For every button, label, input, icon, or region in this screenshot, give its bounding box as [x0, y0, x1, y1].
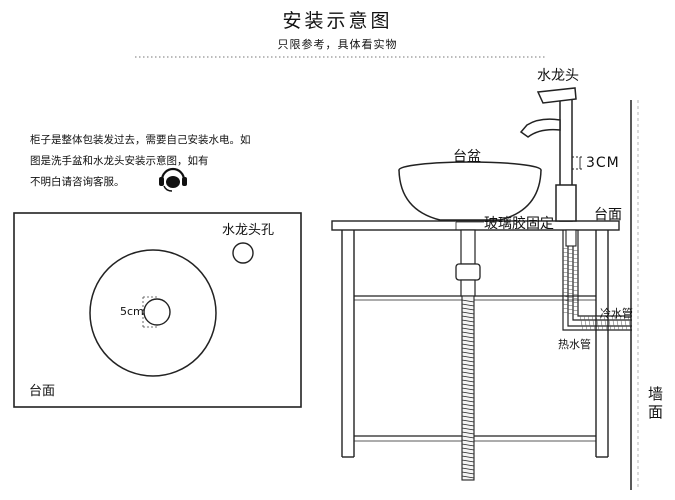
plan-countertop-label: 台面 [29, 384, 56, 399]
drain-hole [143, 298, 171, 326]
cold-pipe-label: 冷水管 [600, 307, 633, 320]
faucet-hole-label: 水龙头孔 [222, 223, 275, 238]
drain-size-label: 5cm [120, 305, 144, 318]
water-pipes [562, 229, 632, 331]
plan-view [13, 212, 302, 408]
diagram-subtitle: 只限参考，具体看实物 [277, 38, 398, 51]
wall-label: 墙面 [648, 385, 664, 421]
countertop-outline [13, 212, 302, 408]
note-line-3: 不明白请咨询客服。 [30, 176, 125, 188]
faucet-label: 水龙头 [537, 68, 579, 84]
drain-pipe [455, 229, 481, 481]
basin-bowl [398, 161, 542, 221]
wall [630, 100, 639, 490]
diagram-title: 安装示意图 [282, 10, 393, 32]
faucet [519, 87, 577, 222]
side-countertop-label: 台面 [594, 207, 622, 223]
height-label: 3CM [586, 155, 620, 171]
basin-outline [89, 249, 217, 377]
glue-label: 玻璃胶固定 [484, 216, 554, 232]
faucet-hole [232, 242, 254, 264]
height-dimension [572, 156, 584, 170]
headset-icon [159, 167, 187, 192]
basin-label: 台盆 [453, 149, 481, 165]
note-line-1: 柜子是整体包装发过去，需要自己安装水电。如 [30, 134, 251, 146]
hot-pipe-label: 热水管 [558, 338, 591, 351]
note-line-2: 图是洗手盆和水龙头安装示意图，如有 [30, 155, 209, 167]
